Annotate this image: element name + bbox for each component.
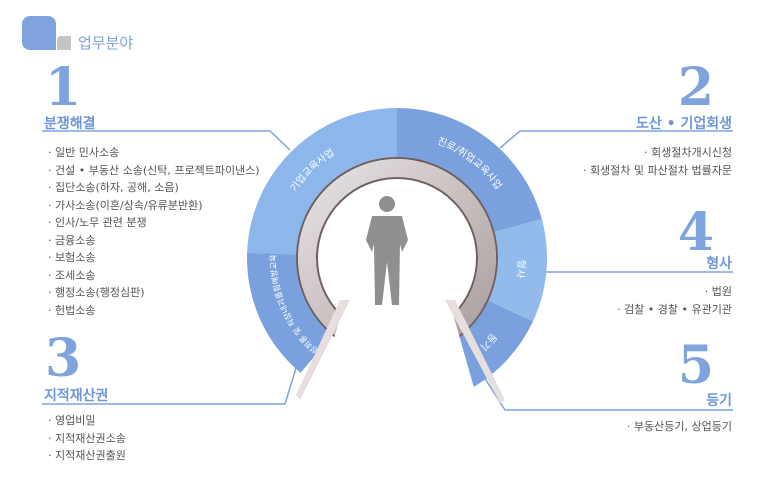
list-item: 헌법소송	[48, 302, 260, 320]
section-1-list: 일반 민사소송 건설 • 부동산 소송(신탁, 프로젝트파이낸스) 집단소송(하…	[48, 144, 260, 319]
list-item: 건설 • 부동산 소송(신탁, 프로젝트파이낸스)	[48, 162, 260, 180]
list-item: 법원	[617, 283, 732, 301]
section-2-title: 도산 • 기업회생	[636, 116, 732, 132]
section-2-list: 회생절차개시신청 회생절차 및 파산절차 법률자문	[583, 144, 732, 179]
ring-segment-label: 형사	[513, 259, 527, 279]
section-3-title: 지적재산권	[44, 388, 109, 404]
section-3-number: 3	[45, 328, 82, 389]
section-4-number: 4	[677, 202, 714, 263]
list-item: 인사/노무 관련 분쟁	[48, 214, 260, 232]
ring-segment-registration	[447, 300, 533, 388]
list-item: 부동산등기, 상업등기	[627, 418, 732, 436]
list-item: 검찰 • 경찰 • 유관기관	[617, 301, 732, 319]
ring-segment-career-education	[397, 108, 542, 233]
person-silhouette	[366, 196, 408, 305]
list-item: 회생절차 및 파산절차 법률자문	[583, 162, 732, 180]
ring-segment-criminal	[487, 219, 547, 322]
list-item: 집단소송(하자, 공해, 소음)	[48, 179, 260, 197]
list-item: 가사소송(이혼/상속/유류분반환)	[48, 197, 260, 215]
section-4-title: 형사	[706, 256, 732, 272]
list-item: 지적재산권출원	[48, 447, 126, 465]
list-item: 영업비밀	[48, 412, 126, 430]
list-item: 보험소송	[48, 249, 260, 267]
section-2-number: 2	[677, 57, 714, 118]
section-5-title: 등기	[706, 393, 732, 409]
section-3-list: 영업비밀 지적재산권소송 지적재산권출원	[48, 412, 126, 465]
list-item: 지적재산권소송	[48, 430, 126, 448]
list-item: 행정소송(행정심판)	[48, 284, 260, 302]
list-item: 회생절차개시신청	[583, 144, 732, 162]
section-1-number: 1	[45, 57, 82, 118]
section-1-title: 분쟁해결	[44, 116, 96, 132]
ring-segment-prevention-education	[247, 252, 333, 373]
section-5-number: 5	[677, 335, 714, 396]
section-4-list: 법원 검찰 • 경찰 • 유관기관	[617, 283, 732, 318]
list-item: 일반 민사소송	[48, 144, 260, 162]
section-5-list: 부동산등기, 상업등기	[627, 418, 732, 436]
list-item: 금융소송	[48, 232, 260, 250]
list-item: 조세소송	[48, 267, 260, 285]
ring-segment-corporate-education	[247, 108, 397, 255]
page-title: 업무분야	[78, 34, 134, 52]
